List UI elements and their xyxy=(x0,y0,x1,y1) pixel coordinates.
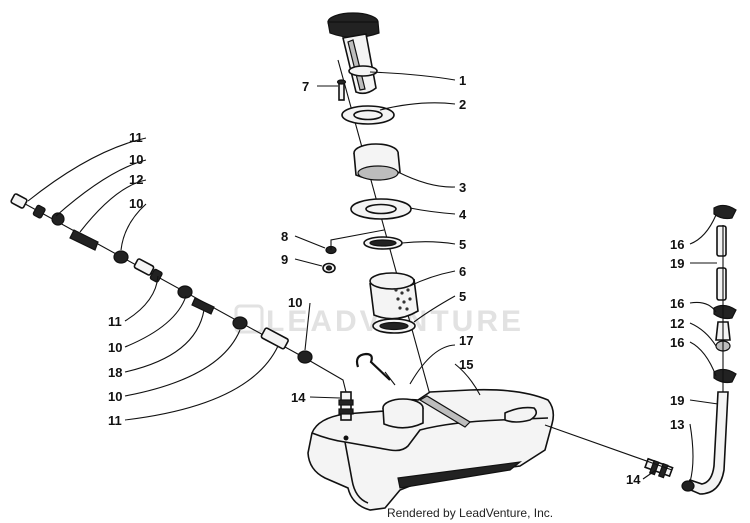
callout-1: 1 xyxy=(459,73,466,88)
callout-14-right: 14 xyxy=(626,472,641,487)
hose-clamp-upper-part xyxy=(363,236,403,250)
filter-sleeve-part xyxy=(369,272,419,320)
callout-10-low: 10 xyxy=(108,389,122,404)
callout-11-top: 11 xyxy=(129,130,143,145)
callout-16-top: 16 xyxy=(670,237,684,252)
left-fuel-line-assembly xyxy=(10,193,347,393)
callout-5-lower: 5 xyxy=(459,289,466,304)
callout-10-center: 10 xyxy=(288,295,302,310)
callout-4: 4 xyxy=(459,207,467,222)
callout-19-top: 19 xyxy=(670,256,684,271)
callout-12-left: 12 xyxy=(129,172,143,187)
right-fuel-line-assembly xyxy=(544,204,737,495)
outlet-fitting-left-part xyxy=(338,391,354,421)
callout-16-low: 16 xyxy=(670,335,684,350)
callout-3: 3 xyxy=(459,180,466,195)
adapter-fitting-part xyxy=(353,143,401,181)
render-credit: Rendered by LeadVenture, Inc. xyxy=(387,506,553,520)
fuel-tank-part xyxy=(307,388,555,511)
gasket-ring-part xyxy=(341,105,395,125)
callout-7: 7 xyxy=(302,79,309,94)
callout-10-mid: 10 xyxy=(108,340,122,355)
callout-15: 15 xyxy=(459,357,473,372)
callout-9: 9 xyxy=(281,252,288,267)
callout-18: 18 xyxy=(108,365,122,380)
callout-5-upper: 5 xyxy=(459,237,466,252)
grommet-part xyxy=(322,262,336,274)
screw-part xyxy=(336,79,347,101)
tank-hook-part xyxy=(355,352,396,386)
fuel-cap-neck-part xyxy=(327,12,380,95)
callout-14-left: 14 xyxy=(291,390,306,405)
callout-8: 8 xyxy=(281,229,288,244)
callout-11-mid: 11 xyxy=(108,314,122,329)
plate-gasket-part xyxy=(350,198,412,220)
callout-10-top-a: 10 xyxy=(129,152,143,167)
washer-axis-line xyxy=(330,229,385,250)
callout-13: 13 xyxy=(670,417,684,432)
callout-10-top-b: 10 xyxy=(129,196,143,211)
callout-2: 2 xyxy=(459,97,466,112)
callout-6: 6 xyxy=(459,264,466,279)
callout-12-right: 12 xyxy=(670,316,684,331)
callout-19-low: 19 xyxy=(670,393,684,408)
callout-11-low: 11 xyxy=(108,413,122,428)
callout-17: 17 xyxy=(459,333,473,348)
callout-16-mid: 16 xyxy=(670,296,684,311)
hose-clamp-lower-part xyxy=(372,318,416,334)
leader-lines xyxy=(27,71,719,483)
